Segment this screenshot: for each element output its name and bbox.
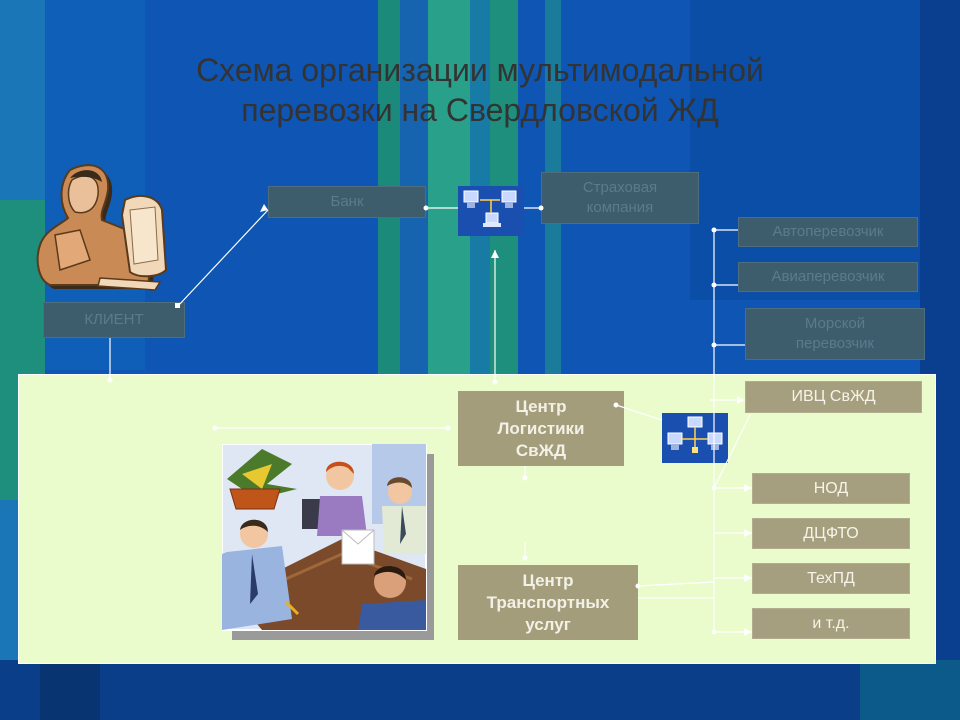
ivc-label: ИВЦ СвЖД bbox=[791, 388, 876, 405]
title-line-1: Схема организации мультимодальной bbox=[196, 52, 764, 88]
dcfto-label: ДЦФТО bbox=[803, 524, 859, 542]
dcfto-box: ДЦФТО bbox=[752, 518, 910, 549]
sea-carrier-box: Морской перевозчик bbox=[745, 308, 925, 360]
logistics-center-box: Центр Логистики СвЖД bbox=[458, 391, 624, 466]
network-computers-icon bbox=[458, 186, 524, 236]
insurance-label-2: компания bbox=[586, 199, 654, 216]
logistics-label-2: Логистики bbox=[497, 418, 585, 438]
title-line-2: перевозки на Свердловской ЖД bbox=[241, 92, 719, 128]
bg-stripe bbox=[690, 0, 960, 300]
sea-carrier-label-2: перевозчик bbox=[795, 335, 875, 352]
tehpd-box: ТехПД bbox=[752, 563, 910, 594]
etc-box: и т.д. bbox=[752, 608, 910, 639]
transport-label-3: услуг bbox=[525, 614, 571, 634]
client-box: КЛИЕНТ bbox=[43, 302, 185, 338]
bank-label: Банк bbox=[330, 193, 364, 210]
bg-stripe bbox=[860, 660, 960, 720]
transport-center-box: Центр Транспортных услуг bbox=[458, 565, 638, 640]
logistics-label-1: Центр bbox=[515, 396, 567, 416]
auto-carrier-label: Автоперевозчик bbox=[772, 223, 884, 240]
auto-carrier-box: Автоперевозчик bbox=[738, 217, 918, 247]
network-computers-icon bbox=[662, 413, 728, 463]
tehpd-label: ТехПД bbox=[807, 569, 855, 587]
bank-box: Банк bbox=[268, 186, 426, 218]
bg-stripe bbox=[40, 660, 100, 720]
etc-label: и т.д. bbox=[812, 614, 850, 632]
sea-carrier-label-1: Морской bbox=[804, 315, 866, 332]
transport-label-1: Центр bbox=[522, 570, 574, 590]
businessman-computer-icon bbox=[36, 164, 168, 291]
page-title: Схема организации мультимодальной перево… bbox=[80, 50, 880, 130]
air-carrier-label: Авиаперевозчик bbox=[771, 268, 885, 285]
insurance-box: Страховая компания bbox=[541, 172, 699, 224]
nod-label: НОД bbox=[813, 479, 849, 497]
transport-label-2: Транспортных bbox=[486, 592, 610, 612]
logistics-label-3: СвЖД bbox=[515, 440, 567, 460]
client-label: КЛИЕНТ bbox=[84, 311, 144, 328]
nod-box: НОД bbox=[752, 473, 910, 504]
ivc-box: ИВЦ СвЖД bbox=[745, 381, 922, 413]
insurance-label-1: Страховая bbox=[582, 179, 658, 196]
air-carrier-box: Авиаперевозчик bbox=[738, 262, 918, 292]
business-meeting-icon bbox=[222, 444, 434, 640]
bg-stripe bbox=[0, 660, 960, 720]
